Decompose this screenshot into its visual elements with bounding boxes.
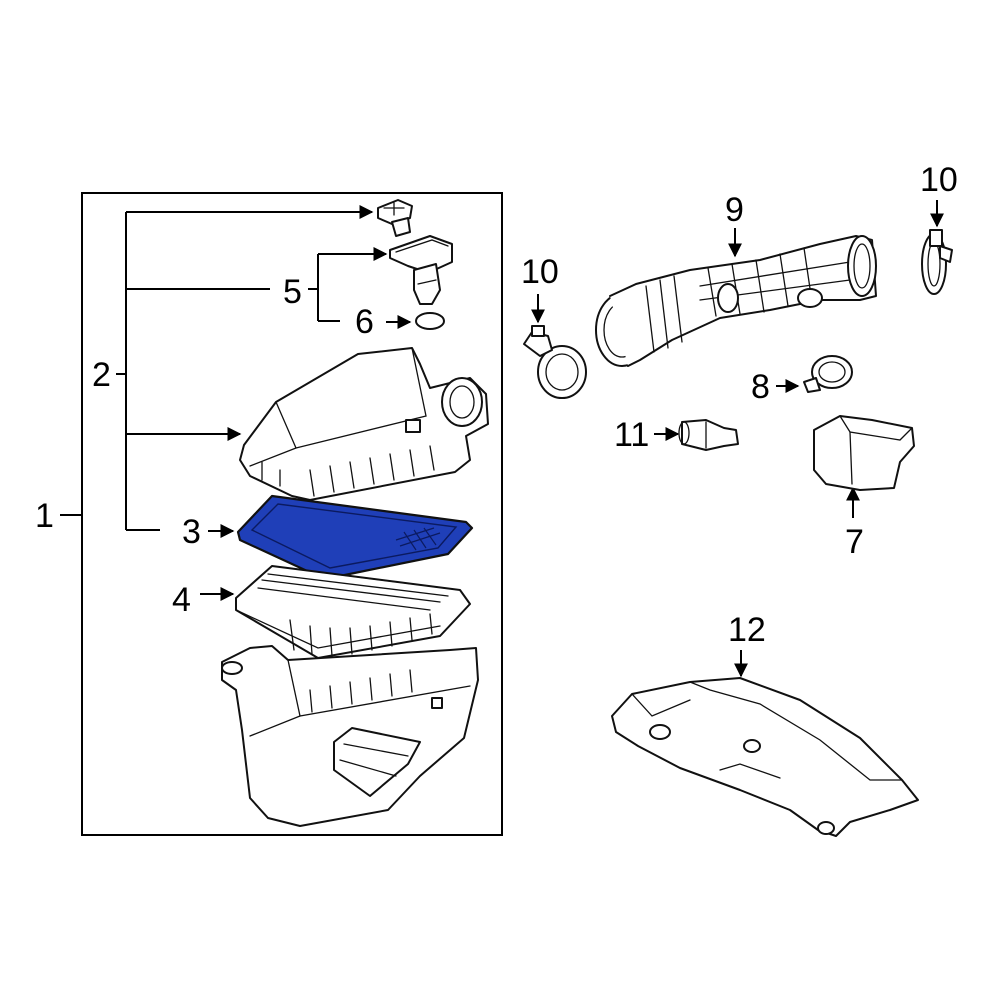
callout-5[interactable]: 5	[283, 273, 302, 311]
callout-1[interactable]: 1	[35, 497, 54, 535]
air-filter-element[interactable]	[235, 565, 471, 659]
callout-12[interactable]: 12	[728, 611, 766, 649]
callout-4[interactable]: 4	[172, 581, 191, 619]
callout-3[interactable]: 3	[182, 513, 201, 551]
air-cleaner-case[interactable]	[221, 645, 479, 827]
clamp-8[interactable]	[803, 355, 853, 393]
engine-cover-12[interactable]	[611, 677, 919, 837]
callout-10-left[interactable]: 10	[521, 253, 559, 291]
callout-2[interactable]: 2	[92, 356, 111, 394]
callout-6[interactable]: 6	[355, 303, 374, 341]
callout-8[interactable]: 8	[751, 368, 770, 406]
leader-lines	[60, 200, 944, 678]
callout-10-right[interactable]: 10	[920, 161, 958, 199]
bolt-part[interactable]	[377, 199, 413, 237]
o-ring[interactable]	[415, 312, 445, 330]
callout-9[interactable]: 9	[725, 191, 744, 229]
mass-air-flow-sensor[interactable]	[389, 235, 453, 305]
resonator-7[interactable]	[813, 415, 915, 491]
hose-clamp-right[interactable]	[921, 229, 953, 295]
hose-clamp-left[interactable]	[523, 325, 587, 399]
callout-11[interactable]: 11	[614, 416, 649, 454]
callout-7[interactable]: 7	[845, 523, 864, 561]
intake-hose[interactable]	[595, 235, 877, 367]
air-cleaner-cover[interactable]	[239, 347, 489, 501]
air-cleaner-gasket[interactable]	[236, 494, 474, 580]
connector-11[interactable]	[678, 419, 739, 451]
